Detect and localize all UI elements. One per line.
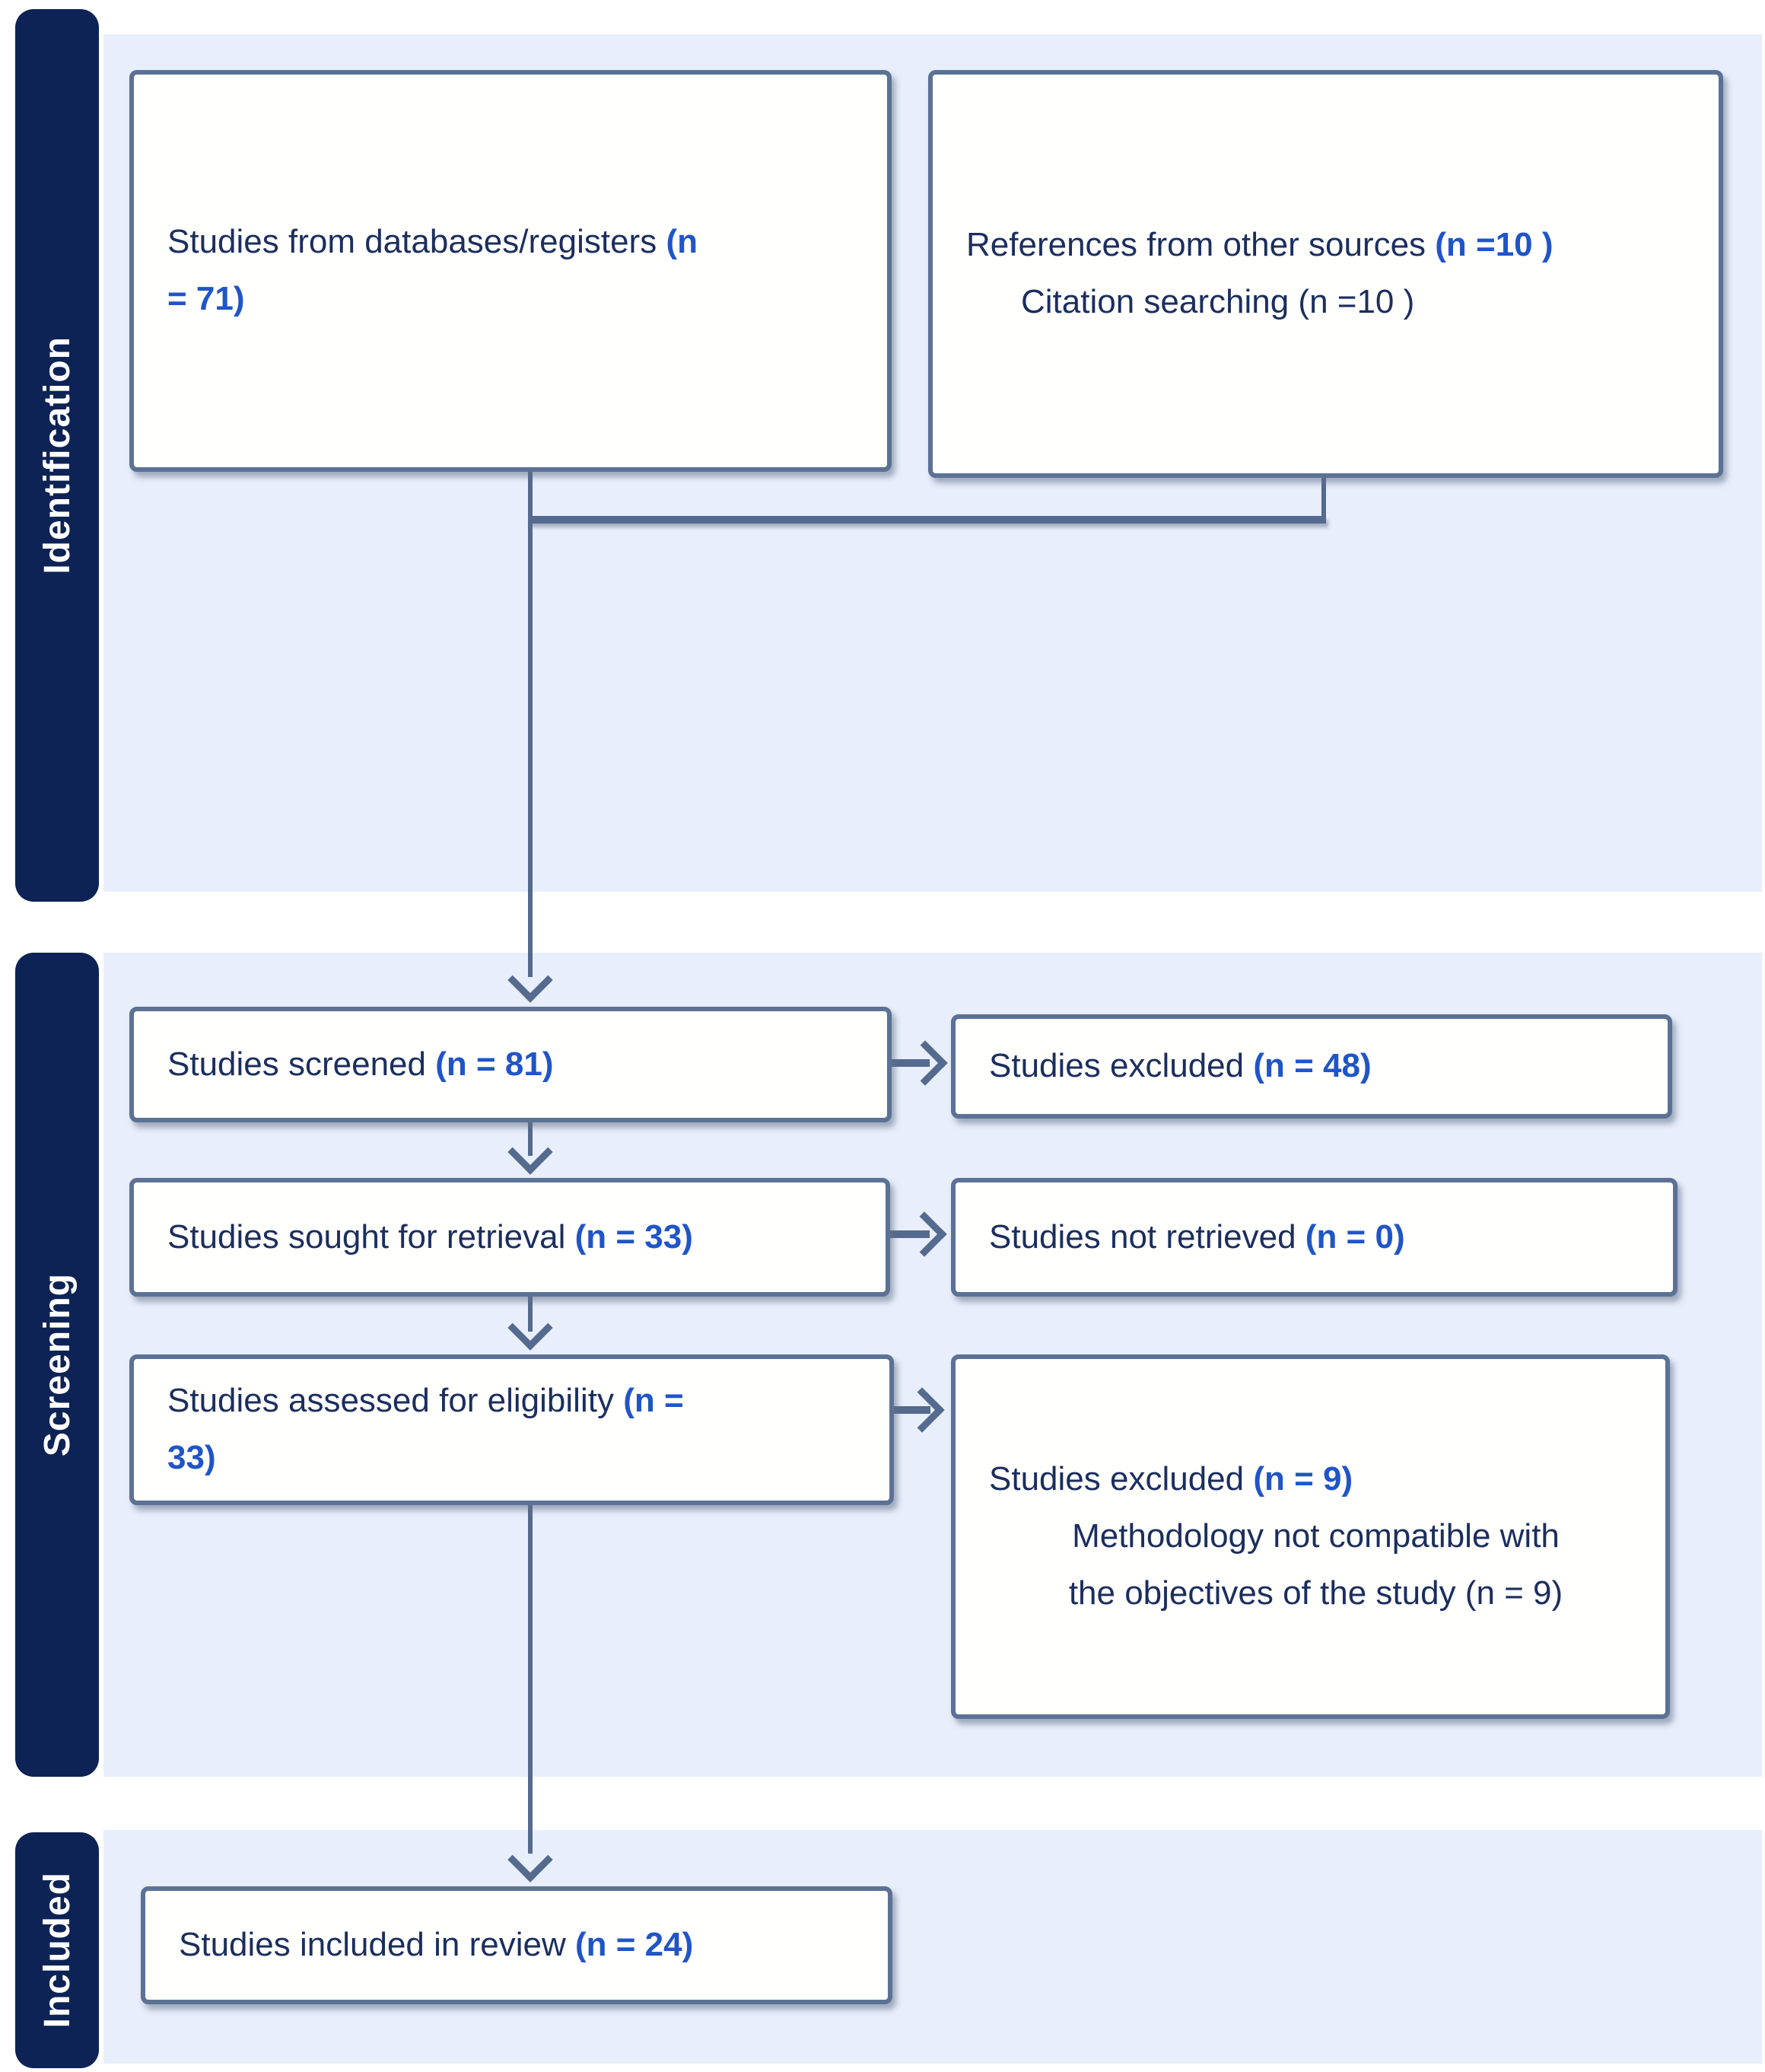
box-text: Methodology not compatible with (1072, 1517, 1560, 1555)
study-count: (n = 9) (1253, 1460, 1353, 1498)
box-text: Studies screened (167, 1045, 436, 1083)
box-studies-screened: Studies screened (n = 81) (129, 1007, 892, 1122)
study-count: 33) (167, 1439, 216, 1476)
box-text-line: Studies sought for retrieval (n = 33) (167, 1209, 863, 1266)
box-text-line: Studies excluded (n = 9) (989, 1451, 1643, 1508)
study-count: (n = (623, 1382, 684, 1420)
box-text-line: Studies not retrieved (n = 0) (989, 1209, 1650, 1266)
box-studies-not-retrieved: Studies not retrieved (n = 0) (951, 1178, 1678, 1297)
box-text: Studies not retrieved (989, 1217, 1305, 1256)
box-studies-sought: Studies sought for retrieval (n = 33) (129, 1178, 890, 1297)
connector-to-screened (528, 520, 533, 977)
connector-assessed-to-excluded (894, 1406, 930, 1414)
study-count: (n = 33) (574, 1217, 693, 1256)
study-count: = 71) (167, 280, 245, 317)
box-text: Studies included in review (179, 1926, 575, 1964)
connector-assessed-to-included (528, 1505, 533, 1854)
connector-merge-horizontal (528, 516, 1326, 524)
stage-bar-screening: Screening (15, 953, 99, 1777)
box-text: Studies sought for retrieval (167, 1217, 575, 1256)
study-count: (n = 81) (435, 1045, 554, 1083)
connector-screened-to-sought (528, 1122, 533, 1156)
box-text-line: Studies screened (n = 81) (167, 1036, 864, 1093)
box-databases-registers: Studies from databases/registers (n = 71… (129, 70, 892, 472)
box-studies-assessed: Studies assessed for eligibility (n = 33… (129, 1354, 894, 1505)
connector-databases-down (528, 469, 533, 522)
study-count: (n (666, 223, 698, 261)
box-text: Studies assessed for eligibility (167, 1382, 624, 1420)
study-count: (n =10 ) (1435, 226, 1554, 264)
box-text: Studies excluded (989, 1047, 1254, 1085)
study-count: (n = 24) (574, 1926, 694, 1964)
connector-sought-to-notretrieved (890, 1230, 930, 1238)
box-text-line: Studies from databases/registers (n (167, 214, 864, 271)
box-text-line: References from other sources (n =10 ) (966, 217, 1696, 274)
box-text: Studies excluded (989, 1460, 1254, 1498)
box-studies-excluded-eligibility: Studies excluded (n = 9) Methodology not… (951, 1354, 1670, 1719)
box-studies-excluded-screening: Studies excluded (n = 48) (951, 1014, 1672, 1119)
box-text-line: = 71) (167, 271, 864, 328)
connector-screened-to-excluded (890, 1059, 930, 1067)
box-text-line: Studies excluded (n = 48) (989, 1038, 1645, 1095)
box-text-line: the objectives of the study (n = 9) (989, 1565, 1643, 1622)
study-count: (n = 0) (1305, 1217, 1405, 1256)
box-text: Studies from databases/registers (167, 223, 666, 261)
connector-other-sources-down (1321, 475, 1326, 520)
stage-bar-identification: Identification (15, 9, 99, 902)
connector-sought-to-assessed (528, 1297, 533, 1332)
box-text: References from other sources (966, 226, 1436, 264)
box-text-line: Citation searching (n =10 ) (966, 274, 1696, 331)
box-studies-included: Studies included in review (n = 24) (141, 1886, 892, 2004)
stage-label-included: Included (37, 1872, 78, 2029)
box-text-line: Studies included in review (n = 24) (179, 1917, 865, 1974)
box-text: the objectives of the study (n = 9) (1068, 1574, 1563, 1612)
stage-label-screening: Screening (37, 1272, 78, 1457)
stage-label-identification: Identification (37, 336, 78, 574)
box-text-line: 33) (167, 1430, 867, 1487)
box-text-line: Methodology not compatible with (989, 1508, 1643, 1565)
box-text: Citation searching (n =10 ) (1021, 283, 1415, 320)
stage-bar-included: Included (15, 1832, 99, 2068)
box-other-sources: References from other sources (n =10 ) C… (928, 70, 1723, 478)
study-count: (n = 48) (1253, 1047, 1372, 1085)
box-text-line: Studies assessed for eligibility (n = (167, 1373, 867, 1430)
